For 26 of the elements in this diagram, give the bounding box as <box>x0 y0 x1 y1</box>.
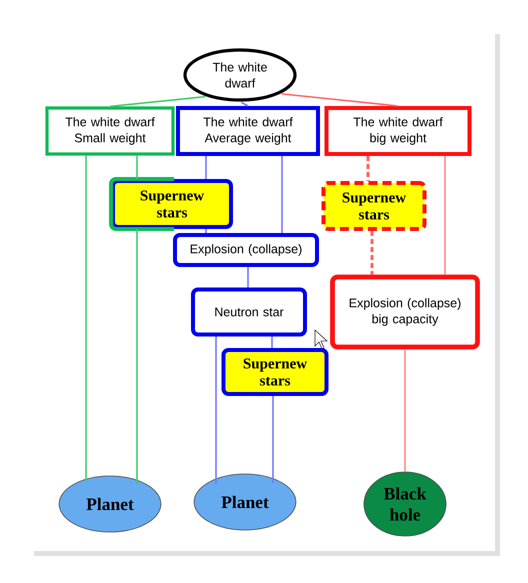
connector-line <box>366 156 370 181</box>
connector-line <box>281 156 283 233</box>
connector-line <box>136 156 138 179</box>
connector-line <box>272 396 274 484</box>
connector-line <box>247 267 249 288</box>
stage-box: Supernew stars <box>222 348 328 396</box>
stage-box: Supernew stars <box>322 181 426 231</box>
connector-line <box>240 102 248 107</box>
category-box: The white dwarf big weight <box>324 106 472 156</box>
connector-line <box>205 229 207 233</box>
connector-line <box>205 156 207 179</box>
category-box: The white dwarf Small weight <box>45 106 175 156</box>
connector-line <box>404 349 406 472</box>
connector-line <box>271 336 273 348</box>
connector-line <box>110 96 206 108</box>
stage-box: Explosion (collapse) <box>173 233 319 267</box>
stage-box: Neutron star <box>191 288 307 336</box>
stage-box: Supernew stars <box>109 177 233 231</box>
stage-box: Explosion (collapse) big capacity <box>330 274 480 350</box>
ellipse-node: The white dwarf <box>183 48 297 102</box>
connector-line <box>85 156 87 482</box>
connector-line <box>370 231 374 275</box>
connector-line <box>136 229 138 484</box>
connector-line <box>444 156 446 275</box>
connector-line <box>215 336 217 484</box>
category-box: The white dwarf Average weight <box>176 106 320 156</box>
